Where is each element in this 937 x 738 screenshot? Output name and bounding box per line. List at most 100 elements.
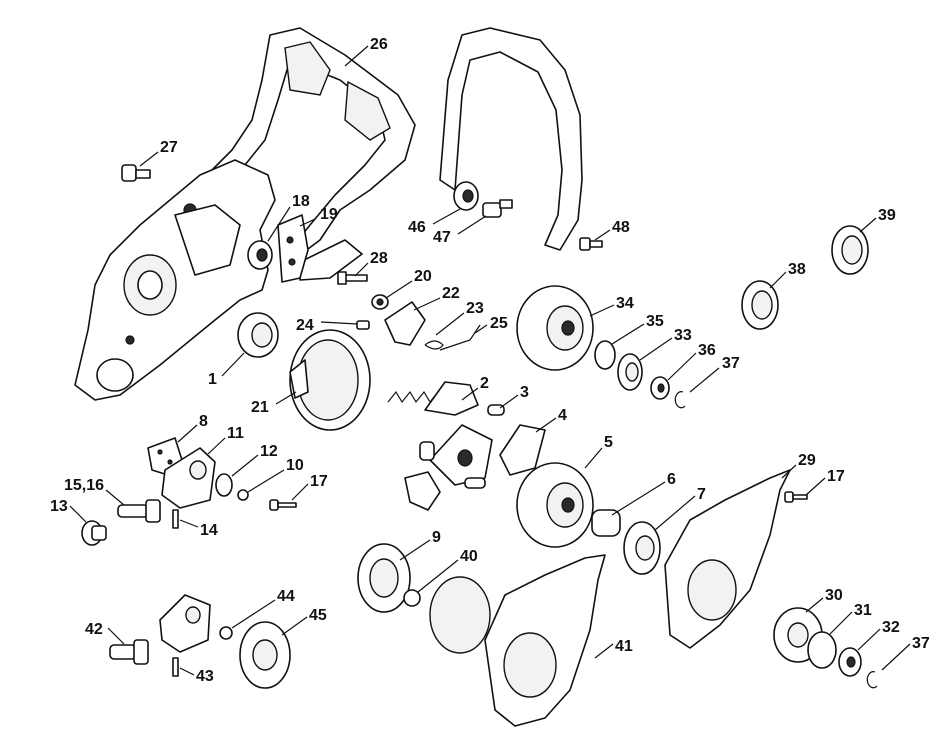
crankcase-housing	[74, 159, 276, 401]
front-handle-bar	[439, 27, 583, 251]
part-27-screw	[121, 164, 151, 182]
callout-20: 20	[414, 268, 432, 285]
part-33-sprocket	[617, 353, 643, 391]
part-34-clutch-drum	[516, 285, 594, 371]
part-19-bracket	[277, 214, 309, 283]
callout-46: 46	[408, 219, 426, 236]
callout-17-left: 17	[310, 473, 328, 490]
part-39-sprocket	[831, 225, 869, 275]
callout-45: 45	[309, 607, 327, 624]
part-23-clip	[424, 340, 444, 350]
part-4-shoe	[499, 424, 546, 476]
callout-7: 7	[697, 486, 706, 503]
callout-28: 28	[370, 250, 388, 267]
callout-8: 8	[199, 413, 208, 430]
part-7-sprocket	[623, 521, 661, 575]
callout-25: 25	[490, 315, 508, 332]
callout-19: 19	[320, 206, 338, 223]
part-38-rim	[741, 280, 779, 330]
part-28-screw	[337, 271, 368, 285]
callout-14: 14	[200, 522, 218, 539]
callout-42: 42	[85, 621, 103, 638]
callout-31: 31	[854, 602, 872, 619]
callout-36: 36	[698, 342, 716, 359]
part-44-washer	[219, 626, 233, 640]
callout-44: 44	[277, 588, 295, 605]
part-15-16-worm	[117, 499, 161, 523]
callout-29: 29	[798, 452, 816, 469]
part-12-ring	[215, 473, 233, 497]
callout-47: 47	[433, 229, 451, 246]
callout-10: 10	[286, 457, 304, 474]
part-21-brake-band	[289, 329, 371, 431]
part-37-clip-bottom	[866, 671, 878, 689]
callout-labels: 26 27 18 19 46 47 48 39 38 28 20 22	[50, 36, 930, 685]
part-11-pump-housing	[161, 447, 216, 509]
callout-26: 26	[370, 36, 388, 53]
callout-34: 34	[616, 295, 634, 312]
part-31-ring	[807, 631, 837, 669]
part-26-hand-guard	[211, 27, 416, 281]
part-17-screw-left	[269, 499, 297, 511]
part-48-screw	[579, 237, 603, 251]
part-9-gear	[357, 543, 411, 613]
callout-12: 12	[260, 443, 278, 460]
callout-13: 13	[50, 498, 68, 515]
callout-6: 6	[667, 471, 676, 488]
part-25-spring	[439, 324, 481, 351]
callout-24: 24	[296, 317, 314, 334]
part-17-screw-right	[784, 491, 808, 503]
part-22-lever	[384, 301, 426, 346]
callout-40: 40	[460, 548, 478, 565]
part-45-gear	[239, 621, 291, 689]
part-2-clutch-shoe	[424, 381, 479, 416]
callout-37-top: 37	[722, 355, 740, 372]
part-40-washer	[403, 589, 421, 607]
callout-27: 27	[160, 139, 178, 156]
callout-30: 30	[825, 587, 843, 604]
callout-4: 4	[558, 407, 567, 424]
callout-11: 11	[227, 425, 244, 442]
part-5-clutch-drum	[516, 462, 594, 548]
callout-22: 22	[442, 285, 460, 302]
part-24-pin	[356, 320, 370, 330]
part-14-pin	[172, 509, 179, 529]
part-46-sleeve	[453, 181, 479, 211]
part-13-plug	[81, 520, 107, 546]
part-47-nut	[482, 199, 513, 218]
part-42-worm	[109, 639, 149, 665]
part-10-washer	[237, 489, 249, 501]
callout-43: 43	[196, 668, 214, 685]
callout-15-16: 15,16	[64, 477, 104, 494]
callout-41: 41	[615, 638, 633, 655]
part-1-ring	[237, 312, 279, 358]
callout-21: 21	[251, 399, 269, 416]
clutch-hub	[404, 424, 493, 511]
part-6-needle-cage	[591, 509, 621, 537]
part-32-washer	[838, 647, 862, 677]
part-41-sprocket-cover	[429, 554, 606, 727]
part-18-seal	[247, 240, 273, 270]
callout-33: 33	[674, 327, 692, 344]
callout-9: 9	[432, 529, 441, 546]
callout-37-bottom: 37	[912, 635, 930, 652]
pump-housing-lower	[159, 594, 211, 653]
callout-2: 2	[480, 375, 489, 392]
callout-32: 32	[882, 619, 900, 636]
part-29-cover	[664, 469, 791, 649]
part-36-washer	[650, 376, 670, 400]
callout-23: 23	[466, 300, 484, 317]
callout-3: 3	[520, 384, 529, 401]
callout-38: 38	[788, 261, 806, 278]
callout-18: 18	[292, 193, 310, 210]
part-43-pin	[172, 657, 179, 677]
callout-5: 5	[604, 434, 613, 451]
part-37-clip-top	[674, 391, 686, 409]
callout-35: 35	[646, 313, 664, 330]
callout-17-right: 17	[827, 468, 845, 485]
part-35-ring	[594, 340, 616, 370]
callout-39: 39	[878, 207, 896, 224]
part-20-washer	[371, 294, 389, 310]
